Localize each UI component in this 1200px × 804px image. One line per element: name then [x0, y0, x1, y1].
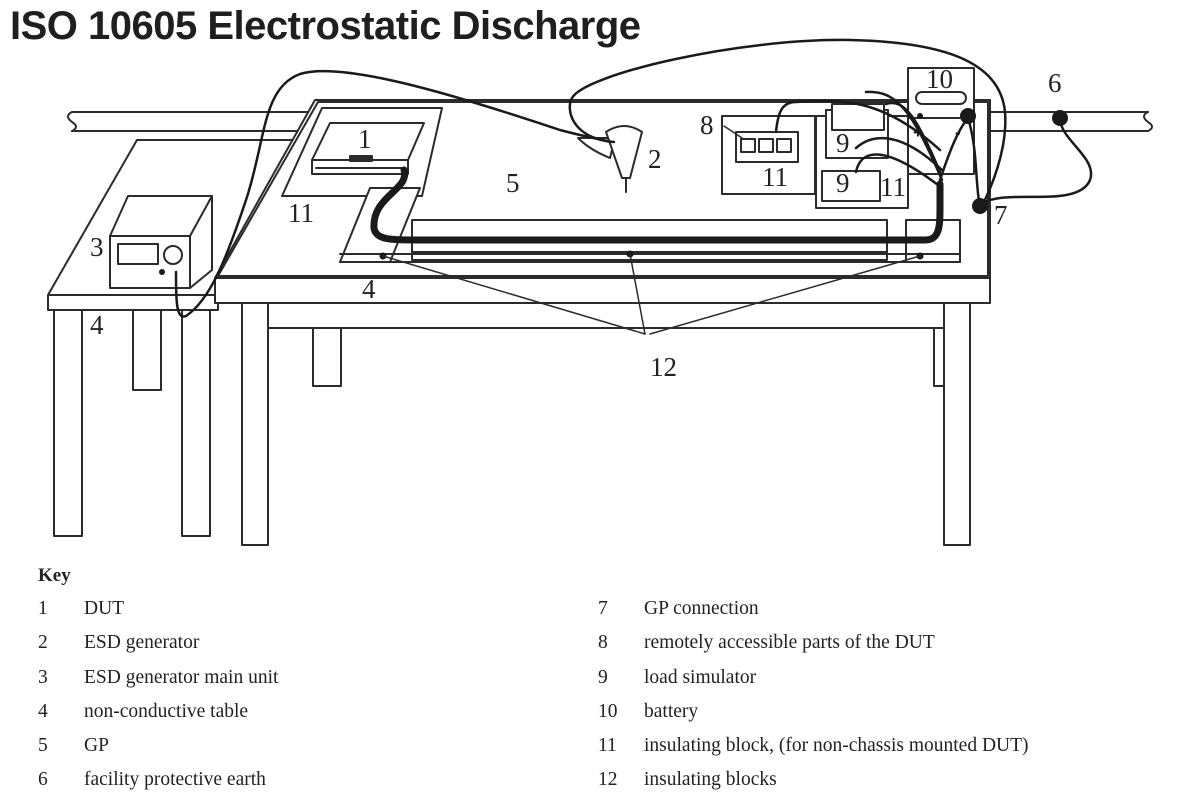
key-number: 9 — [598, 666, 608, 688]
key-item: 5 GP — [38, 735, 558, 769]
key-number: 3 — [38, 666, 48, 688]
key-item: 12 insulating blocks — [598, 769, 1178, 803]
label-esd-main-unit: 3 — [90, 232, 104, 262]
label-earth: 6 — [1048, 68, 1062, 98]
key-text: battery — [644, 700, 699, 722]
key-item: 4 non-conductive table — [38, 701, 558, 735]
label-load-simulator-top: 9 — [836, 128, 850, 158]
key-number: 12 — [598, 769, 618, 791]
key-text: facility protective earth — [84, 769, 266, 791]
key-number: 6 — [38, 769, 48, 791]
key-item: 11 insulating block, (for non-chassis mou… — [598, 735, 1178, 769]
key-title: Key — [38, 565, 71, 586]
battery-plus-sign: + — [913, 123, 923, 142]
key-item: 10 battery — [598, 701, 1178, 735]
key-text: remotely accessible parts of the DUT — [644, 632, 935, 654]
key-list-right: 7 GP connection 8 remotely accessible part… — [598, 598, 1178, 804]
page-title: ISO 10605 Electrostatic Discharge — [10, 4, 641, 48]
esd-generator — [577, 125, 643, 193]
key-text: GP connection — [644, 598, 759, 619]
key-number: 1 — [38, 598, 48, 619]
leader-lines — [382, 125, 921, 335]
label-esd-generator: 2 — [648, 144, 662, 174]
label-remote-parts: 8 — [700, 110, 714, 140]
key-text: non-conductive table — [84, 700, 249, 722]
label-battery: 10 — [926, 64, 953, 94]
label-insulating-dut: 11 — [288, 198, 314, 228]
key-item: 7 GP connection — [598, 598, 1178, 632]
key-number: 8 — [598, 632, 608, 654]
key-number: 10 — [598, 700, 618, 722]
key-item: 1 DUT — [38, 598, 558, 632]
label-small-table: 4 — [90, 310, 104, 340]
battery-minus-sign: - — [955, 123, 961, 142]
key-item: 9 load simulator — [598, 667, 1178, 701]
key-item: 6 facility protective earth — [38, 769, 558, 803]
remote-parts — [721, 115, 816, 195]
key-text: insulating block, (for non-chassis mount… — [644, 735, 1029, 757]
label-ground-plane: 5 — [506, 168, 520, 198]
label-load-simulator-bottom: 9 — [836, 168, 850, 198]
key-list-left: 1 DUT 2 ESD generator 3 ESD generator main … — [38, 598, 558, 804]
key-number: 4 — [38, 700, 48, 722]
dut — [311, 122, 425, 175]
key-text: insulating blocks — [644, 769, 777, 791]
label-main-table: 4 — [362, 274, 376, 304]
key-number: 5 — [38, 735, 48, 757]
dut-harness-cable — [370, 166, 944, 244]
esd-test-setup-diagram: 1 2 3 4 4 5 6 7 8 9 9 10 11 11 11 12 + - — [47, 38, 1153, 546]
label-insulating-load: 11 — [880, 172, 906, 202]
label-insulating-remote: 11 — [762, 162, 788, 192]
label-insulating-blocks: 12 — [650, 352, 677, 382]
key-text: ESD generator — [84, 632, 200, 654]
key-item: 2 ESD generator — [38, 632, 558, 666]
key-number: 11 — [598, 735, 617, 757]
key-number: 7 — [598, 598, 608, 619]
key-text: GP — [84, 735, 109, 757]
load-simulator — [815, 103, 909, 209]
key-text: ESD generator main unit — [84, 666, 279, 688]
key-item: 3 ESD generator main unit — [38, 667, 558, 701]
key-item: 8 remotely accessible parts of the DUT — [598, 632, 1178, 666]
label-gp-connection: 7 — [994, 200, 1008, 230]
connection-points — [159, 108, 1068, 275]
key-text: DUT — [84, 598, 125, 619]
key-text: load simulator — [644, 666, 757, 688]
label-dut: 1 — [358, 124, 372, 154]
key-number: 2 — [38, 632, 48, 654]
thin-cables — [174, 38, 1093, 318]
